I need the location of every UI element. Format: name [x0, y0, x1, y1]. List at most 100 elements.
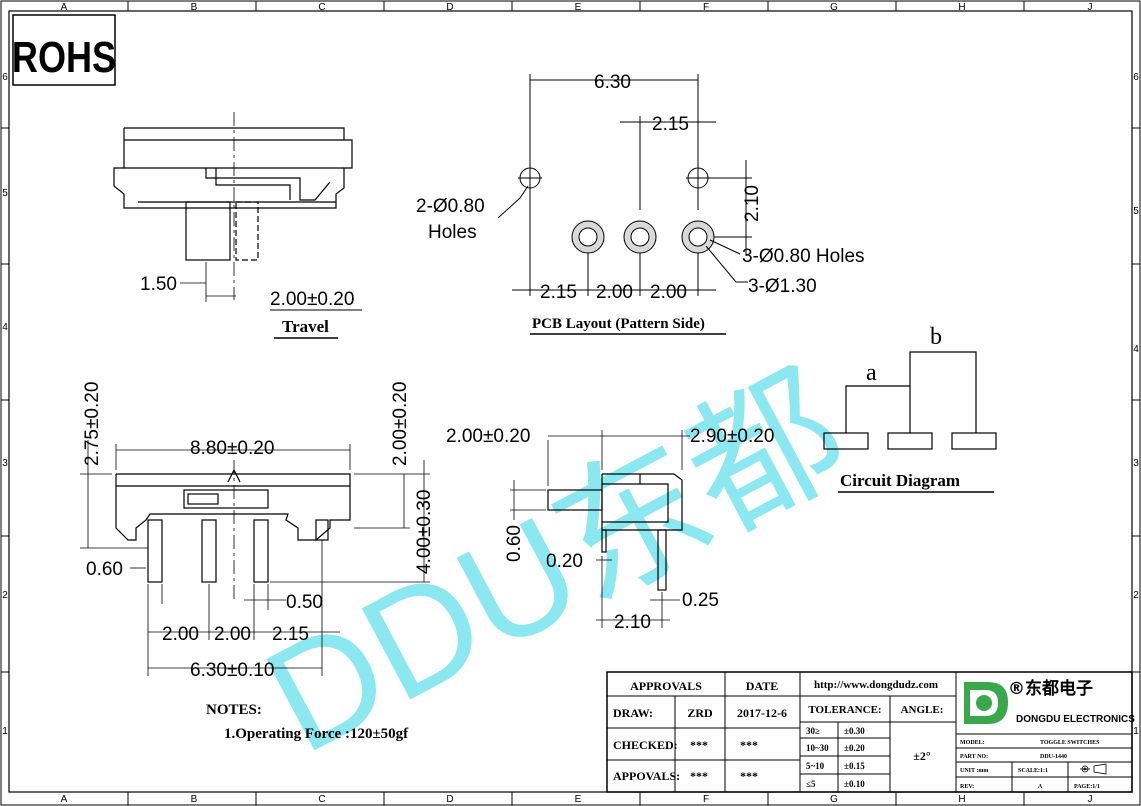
row-label: 4: [1133, 344, 1139, 355]
dongdu-logo-icon: [964, 682, 1008, 724]
tb-part-value: DDU-1440: [1040, 754, 1067, 760]
circuit-diagram: [823, 351, 997, 450]
top-view: [113, 112, 353, 302]
dim-2.10: 2.10: [742, 185, 763, 222]
dim-side-t1: 0.60: [504, 525, 525, 562]
side-view: [510, 430, 690, 628]
row-label: 6: [1133, 72, 1139, 83]
tb-part-label: PART NO:: [960, 754, 988, 760]
row-label: 2: [1133, 590, 1139, 601]
tb-date: DATE: [746, 679, 778, 693]
col-label: E: [575, 2, 582, 13]
dim-front-h2: 2.00±0.20: [390, 382, 411, 466]
dim-2.15: 2.15: [652, 114, 689, 135]
col-label: H: [958, 794, 965, 805]
tb-unit: UNIT :mm: [960, 768, 988, 774]
tb-tol-value: ±0.15: [844, 761, 865, 771]
col-label: J: [1088, 2, 1093, 13]
row-label: 4: [2, 322, 8, 333]
rohs-label: ROHS: [12, 33, 116, 82]
pcb-layout: [497, 74, 752, 296]
col-label: G: [830, 2, 838, 13]
tb-tol-value: ±0.10: [844, 779, 865, 789]
holes-left-1: 2-Ø0.80: [416, 196, 485, 217]
col-label: C: [318, 2, 325, 13]
rohs-box: [12, 14, 116, 86]
dim-pitch: 2.00: [214, 624, 251, 645]
dim-pitch: 2.00: [162, 624, 199, 645]
tb-draw-date: 2017-12-6: [737, 706, 787, 720]
row-label: 1: [1133, 726, 1139, 737]
tb-checked-by: ***: [690, 738, 708, 752]
holes-right-2: 3-Ø1.30: [748, 276, 817, 297]
col-label: B: [191, 794, 198, 805]
tb-appvals-date: ***: [740, 769, 758, 783]
notes-title: NOTES:: [206, 702, 262, 718]
tb-company-cn: ®东都电子: [1008, 678, 1093, 699]
tb-tol-value: ±0.20: [844, 743, 865, 753]
tb-draw-by: ZRD: [687, 706, 713, 720]
tb-scale: SCALE:1:1: [1018, 768, 1048, 774]
tb-rev-value: A: [1038, 784, 1043, 790]
tb-angle: ANGLE:: [901, 704, 944, 716]
dim-pitch: 2.15: [272, 624, 309, 645]
front-view: [80, 440, 430, 676]
tb-draw-label: DRAW:: [613, 706, 653, 720]
col-label: E: [575, 794, 582, 805]
tb-tol-range: ≤5: [806, 779, 816, 789]
circuit-a: a: [866, 360, 877, 386]
col-label: F: [703, 794, 709, 805]
col-label: D: [446, 2, 453, 13]
tb-tol-range: 30≥: [806, 726, 820, 736]
title-block-text: APPROVALS DATE http://www.dongdudz.com D…: [613, 678, 1135, 790]
row-label: 6: [2, 72, 8, 83]
dim-pin-w: 0.60: [86, 559, 123, 580]
tb-tolerance: TOLERANCE:: [808, 704, 881, 716]
dim-side-t4: 2.10: [614, 612, 651, 633]
tb-model-label: MODEL:: [960, 740, 985, 746]
inner-border: [8, 10, 1133, 793]
tb-checked-label: CHECKED:: [613, 738, 678, 752]
row-label: 5: [1133, 206, 1139, 217]
dim-pin-gap: 0.50: [286, 592, 323, 613]
tb-appvals-by: ***: [690, 769, 708, 783]
pcb-dim: 2.00: [650, 282, 687, 303]
dim-side-t3: 0.25: [682, 590, 719, 611]
tb-checked-date: ***: [740, 738, 758, 752]
pcb-dim: 2.15: [540, 282, 577, 303]
tb-angle-value: ±2°: [913, 749, 931, 763]
tb-appvals-label: APPOVALS:: [613, 769, 680, 783]
col-label: H: [958, 2, 965, 13]
dim-1.50: 1.50: [140, 274, 177, 295]
row-label: 2: [2, 590, 8, 601]
travel-label: Travel: [282, 317, 329, 336]
col-label: A: [61, 2, 68, 13]
dim-side-wa: 2.00±0.20: [446, 426, 530, 447]
col-label: D: [446, 794, 453, 805]
row-label: 3: [2, 458, 8, 469]
dim-front-h1: 2.75±0.20: [82, 382, 103, 466]
tb-tol-range: 5~10: [806, 761, 825, 771]
pcb-title: PCB Layout (Pattern Side): [532, 316, 705, 332]
tb-rev-label: REV:: [960, 784, 974, 790]
title-block: [606, 671, 1133, 793]
holes-right-1: 3-Ø0.80 Holes: [742, 246, 865, 267]
notes-item: 1.Operating Force :120±50gf: [224, 726, 409, 742]
circuit-title: Circuit Diagram: [840, 471, 960, 490]
tb-url: http://www.dongdudz.com: [814, 679, 938, 691]
dim-front-h3: 4.00±0.30: [414, 490, 435, 574]
projection-symbol-icon: [1080, 763, 1107, 775]
dim-6.30: 6.30: [594, 72, 631, 93]
dim-side-wb: 2.90±0.20: [690, 426, 774, 447]
col-label: G: [830, 794, 838, 805]
dim-side-t2: 0.20: [546, 551, 583, 572]
dim-travel: 2.00±0.20: [270, 289, 354, 310]
col-label: A: [61, 794, 68, 805]
tb-approvals: APPROVALS: [630, 679, 702, 693]
circuit-b: b: [930, 324, 942, 350]
tb-tol-value: ±0.30: [844, 726, 865, 736]
